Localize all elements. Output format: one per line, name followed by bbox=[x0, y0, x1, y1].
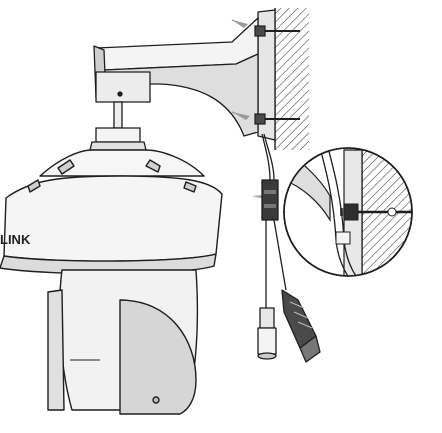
zoom-clip bbox=[335, 231, 351, 245]
magnifier-callout-icon bbox=[283, 147, 413, 277]
wall-screws bbox=[254, 25, 300, 125]
cable-connector-icon bbox=[261, 179, 279, 221]
cable-assembly bbox=[257, 133, 321, 363]
wall-anchor bbox=[387, 207, 397, 217]
pendant-rod bbox=[89, 101, 147, 151]
screw-icon bbox=[254, 113, 266, 125]
brand-label: LINK bbox=[0, 232, 31, 247]
connector-ring bbox=[264, 204, 276, 208]
connector-ridge bbox=[297, 321, 313, 329]
arrow-icon bbox=[231, 111, 249, 119]
housing-vent bbox=[27, 179, 41, 193]
rod-collar bbox=[95, 127, 141, 143]
housing-vent bbox=[183, 181, 197, 193]
wall-bracket bbox=[93, 9, 276, 141]
network-connector-tip bbox=[299, 335, 321, 363]
jack-opening bbox=[257, 352, 277, 360]
cable bbox=[263, 133, 275, 181]
connector-ridge bbox=[289, 301, 305, 309]
wall bbox=[274, 8, 309, 150]
dc-power-jack bbox=[257, 327, 277, 355]
dc-power-plug bbox=[259, 307, 275, 329]
camera-side-panel bbox=[47, 289, 65, 411]
wall-hatch bbox=[275, 8, 309, 150]
cable bbox=[273, 219, 287, 291]
housing-cone bbox=[39, 149, 205, 177]
screw-icon bbox=[117, 91, 123, 97]
housing-vent bbox=[145, 159, 161, 173]
screw-icon bbox=[254, 25, 266, 37]
cable bbox=[261, 133, 271, 181]
zoom-wall-hatch bbox=[362, 148, 412, 276]
connector-ring bbox=[264, 190, 276, 194]
connector-ridge bbox=[293, 311, 309, 319]
housing-rim bbox=[0, 253, 217, 275]
camera-lower-body bbox=[47, 269, 199, 415]
rod bbox=[113, 101, 123, 129]
status-led bbox=[152, 396, 160, 404]
screw-icon bbox=[343, 203, 359, 221]
arrow-icon bbox=[231, 19, 247, 27]
camera-lens-dome bbox=[119, 299, 197, 415]
camera-housing bbox=[0, 149, 223, 275]
rod-collar-base bbox=[89, 141, 147, 151]
callout-border bbox=[283, 147, 413, 277]
housing-vent bbox=[57, 159, 75, 175]
bracket-arm-top bbox=[95, 17, 259, 71]
bracket-neck-housing bbox=[95, 71, 151, 103]
